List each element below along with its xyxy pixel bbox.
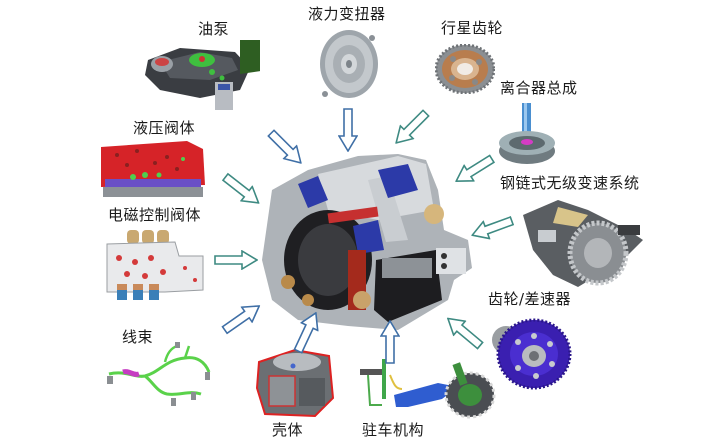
label-housing: 壳体 xyxy=(272,421,304,439)
arrow-oil-pump xyxy=(263,125,308,170)
arrow-clutch-assembly xyxy=(450,150,498,190)
housing-image xyxy=(255,348,335,418)
label-gear-differential: 齿轮/差速器 xyxy=(488,290,572,308)
arrow-steel-chain-cvt xyxy=(468,211,516,245)
parking-mechanism-image xyxy=(358,355,498,420)
solenoid-valve-body-image xyxy=(105,228,205,303)
oil-pump-image xyxy=(140,40,275,115)
arrow-solenoid-valve-body xyxy=(214,250,258,270)
wire-harness-image xyxy=(105,342,215,410)
label-wire-harness: 线束 xyxy=(122,328,154,346)
arrow-torque-converter xyxy=(338,108,358,152)
label-hydraulic-valve-body: 液压阀体 xyxy=(133,119,196,137)
label-planetary-gear: 行星齿轮 xyxy=(441,19,504,37)
transmission-cutaway-image xyxy=(258,150,478,332)
steel-chain-cvt-image xyxy=(518,195,648,290)
arrow-wire-harness xyxy=(218,297,266,339)
clutch-assembly-image xyxy=(498,103,556,165)
planetary-gear-image xyxy=(435,44,495,94)
arrow-housing xyxy=(289,308,326,356)
arrow-planetary-gear xyxy=(388,105,433,150)
label-clutch-assembly: 离合器总成 xyxy=(500,79,578,97)
label-solenoid-valve-body: 电磁控制阀体 xyxy=(108,206,202,224)
label-steel-chain-cvt: 钢链式无级变速系统 xyxy=(500,174,640,192)
hydraulic-valve-body-image xyxy=(97,137,207,199)
label-oil-pump: 油泵 xyxy=(198,20,230,38)
arrow-gear-differential xyxy=(441,310,488,354)
torque-converter-image xyxy=(318,26,380,101)
arrow-parking-mechanism xyxy=(380,320,400,364)
gear-differential-image xyxy=(488,312,573,390)
label-parking-mechanism: 驻车机构 xyxy=(362,421,425,439)
label-torque-converter: 液力变扭器 xyxy=(308,5,386,23)
arrow-hydraulic-valve-body xyxy=(219,169,266,212)
